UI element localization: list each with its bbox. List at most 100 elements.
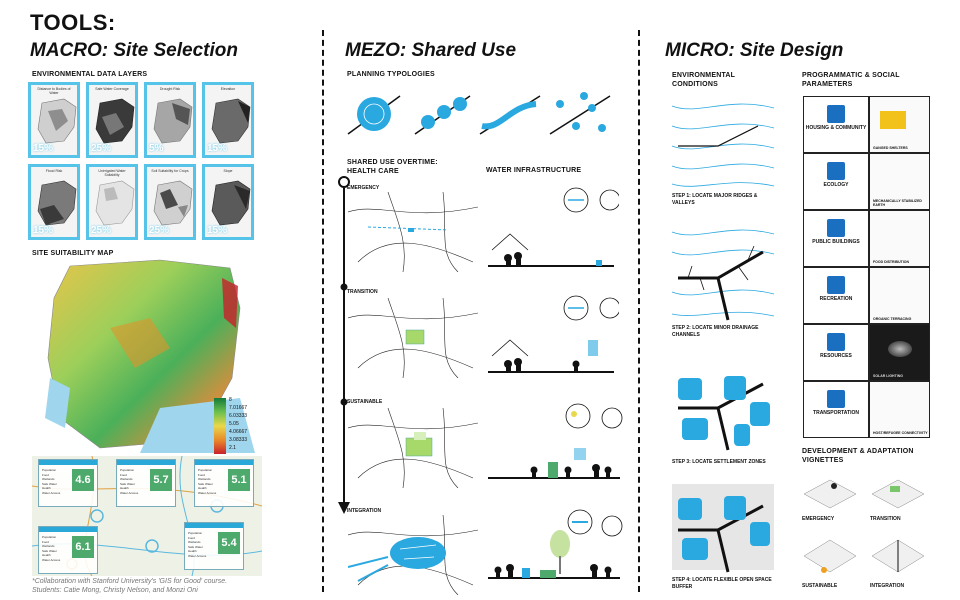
score-card-header bbox=[39, 460, 97, 465]
site-score-value: 4.6 bbox=[72, 469, 94, 491]
map-tile[interactable]: Drought Risk 5% bbox=[144, 82, 196, 158]
vignettes-label: DEVELOPMENT & ADAPTATION VIGNETTES bbox=[802, 447, 914, 465]
map-tile[interactable]: Safe Water Coverage 25% bbox=[86, 82, 138, 158]
map-tile-title: Safe Water Coverage bbox=[95, 87, 129, 91]
map-tile[interactable]: Soil Suitability for Crops 25% bbox=[144, 164, 196, 240]
legend-value: 8 bbox=[229, 397, 232, 403]
column-divider bbox=[638, 30, 640, 592]
housing-icon bbox=[827, 105, 845, 123]
map-tile-weight: 15% bbox=[33, 143, 54, 154]
site-suitability-map[interactable] bbox=[40, 258, 255, 453]
label-line: PARAMETERS bbox=[802, 81, 853, 88]
param-ecology[interactable]: ECOLOGY bbox=[803, 153, 869, 210]
health-care-plan-sustainable bbox=[348, 408, 478, 488]
param-name: RESOURCES bbox=[820, 353, 852, 359]
map-tile[interactable]: Distance to Bodies of Water 15% bbox=[28, 82, 80, 158]
param-transportation[interactable]: TRANSPORTATION bbox=[803, 381, 869, 438]
map-tile[interactable]: Unirrigated Water Suitability 25% bbox=[86, 164, 138, 240]
uganda-map-shape bbox=[37, 180, 77, 226]
map-tile-weight: 25% bbox=[91, 225, 112, 236]
param-name: RECREATION bbox=[819, 296, 853, 302]
param-caption: GANGED SHELTERS bbox=[873, 146, 908, 150]
param-public-buildings[interactable]: PUBLIC BUILDINGS bbox=[803, 210, 869, 267]
planning-typologies-label: PLANNING TYPOLOGIES bbox=[347, 71, 435, 78]
column-divider bbox=[322, 30, 324, 592]
phase-label-integration: INTEGRATION bbox=[347, 508, 382, 514]
param-name: TRANSPORTATION bbox=[813, 410, 859, 416]
page-title: TOOLS: bbox=[30, 10, 116, 35]
micro-heading: MICRO: Site Design bbox=[665, 40, 844, 61]
label-line: VIGNETTES bbox=[802, 457, 844, 464]
map-tile[interactable]: Slope 15% bbox=[202, 164, 254, 240]
score-card-header bbox=[117, 460, 175, 465]
map-tile-weight: 5% bbox=[149, 143, 164, 154]
map-tile[interactable]: Elevation 15% bbox=[202, 82, 254, 158]
site-score-value: 6.1 bbox=[72, 536, 94, 558]
param-resources[interactable]: RESOURCES bbox=[803, 324, 869, 381]
param-caption: FOOD DISTRIBUTION bbox=[873, 260, 909, 264]
macro-heading: MACRO: Site Selection bbox=[30, 40, 238, 61]
param-image: SOLAR LIGHTING bbox=[869, 324, 930, 381]
step-3-label: STEP 3: LOCATE SETTLEMENT ZONES bbox=[672, 459, 766, 465]
phase-label-emergency: EMERGENCY bbox=[347, 185, 380, 191]
param-caption: SOLAR LIGHTING bbox=[873, 374, 903, 378]
vignette-label: EMERGENCY bbox=[802, 516, 835, 522]
map-tile-weight: 15% bbox=[207, 143, 228, 154]
mezo-heading: MEZO: Shared Use bbox=[345, 40, 517, 61]
shared-use-overtime-label: SHARED USE OVERTIME: HEALTH CARE bbox=[347, 158, 438, 176]
site-suitability-label: SITE SUITABILITY MAP bbox=[32, 250, 114, 257]
param-caption: MECHANICALLY STABILIZED EARTH bbox=[873, 199, 922, 207]
map-tile-title: Elevation bbox=[220, 87, 236, 91]
planning-typologies-diagrams bbox=[347, 92, 611, 135]
phase-timeline bbox=[338, 176, 350, 514]
water-section-emergency bbox=[488, 187, 619, 267]
param-image: FOOD DISTRIBUTION bbox=[869, 210, 930, 267]
vignette-integration-drawing bbox=[871, 539, 925, 573]
step-2-label: STEP 2: LOCATE MINOR DRAINAGE CHANNELS bbox=[672, 325, 759, 338]
param-name: PUBLIC BUILDINGS bbox=[812, 239, 860, 245]
heatmap-legend-bar bbox=[214, 398, 226, 454]
env-data-layers-label: ENVIRONMENTAL DATA LAYERS bbox=[32, 71, 148, 78]
health-care-plan-transition bbox=[348, 298, 478, 378]
map-tile-weight: 15% bbox=[33, 225, 54, 236]
vignette-label: TRANSITION bbox=[870, 516, 901, 522]
footnote-line: *Collaboration with Stanford University'… bbox=[32, 578, 228, 585]
phase-label-sustainable: SUSTAINABLE bbox=[347, 399, 383, 405]
label-line: CONDITIONS bbox=[672, 81, 718, 88]
uganda-map-shape bbox=[37, 98, 77, 144]
building-icon bbox=[827, 219, 845, 237]
step-diagram-drainage bbox=[671, 229, 775, 321]
recreation-icon bbox=[827, 276, 845, 294]
param-recreation[interactable]: RECREATION bbox=[803, 267, 869, 324]
param-name: HOUSING & COMMUNITY bbox=[805, 125, 867, 131]
param-housing-community[interactable]: HOUSING & COMMUNITY bbox=[803, 96, 869, 153]
score-card-header bbox=[39, 527, 97, 532]
map-tile-title: Flood Risk bbox=[45, 169, 63, 173]
uganda-map-shape bbox=[153, 180, 193, 226]
label-line: DEVELOPMENT & ADAPTATION bbox=[802, 448, 914, 455]
vignette-label: SUSTAINABLE bbox=[802, 583, 838, 589]
uganda-map-shape bbox=[211, 98, 251, 144]
map-tile[interactable]: Flood Risk 15% bbox=[28, 164, 80, 240]
score-card-header bbox=[195, 460, 253, 465]
param-caption: HOST/REFUGEE CONNECTIVITY bbox=[873, 431, 928, 435]
vignette-label: INTEGRATION bbox=[870, 583, 905, 589]
score-card-header bbox=[185, 523, 243, 528]
step-4-label: STEP 4: LOCATE FLEXIBLE OPEN SPACE BUFFE… bbox=[672, 577, 772, 590]
phase-label-transition: TRANSITION bbox=[347, 289, 378, 295]
typology-diagram bbox=[347, 95, 401, 135]
water-section-sustainable bbox=[488, 403, 623, 479]
label-line: SHARED USE OVERTIME: bbox=[347, 159, 438, 166]
vignette-transition-drawing bbox=[871, 479, 925, 509]
vignette-sustainable-drawing bbox=[803, 539, 857, 573]
